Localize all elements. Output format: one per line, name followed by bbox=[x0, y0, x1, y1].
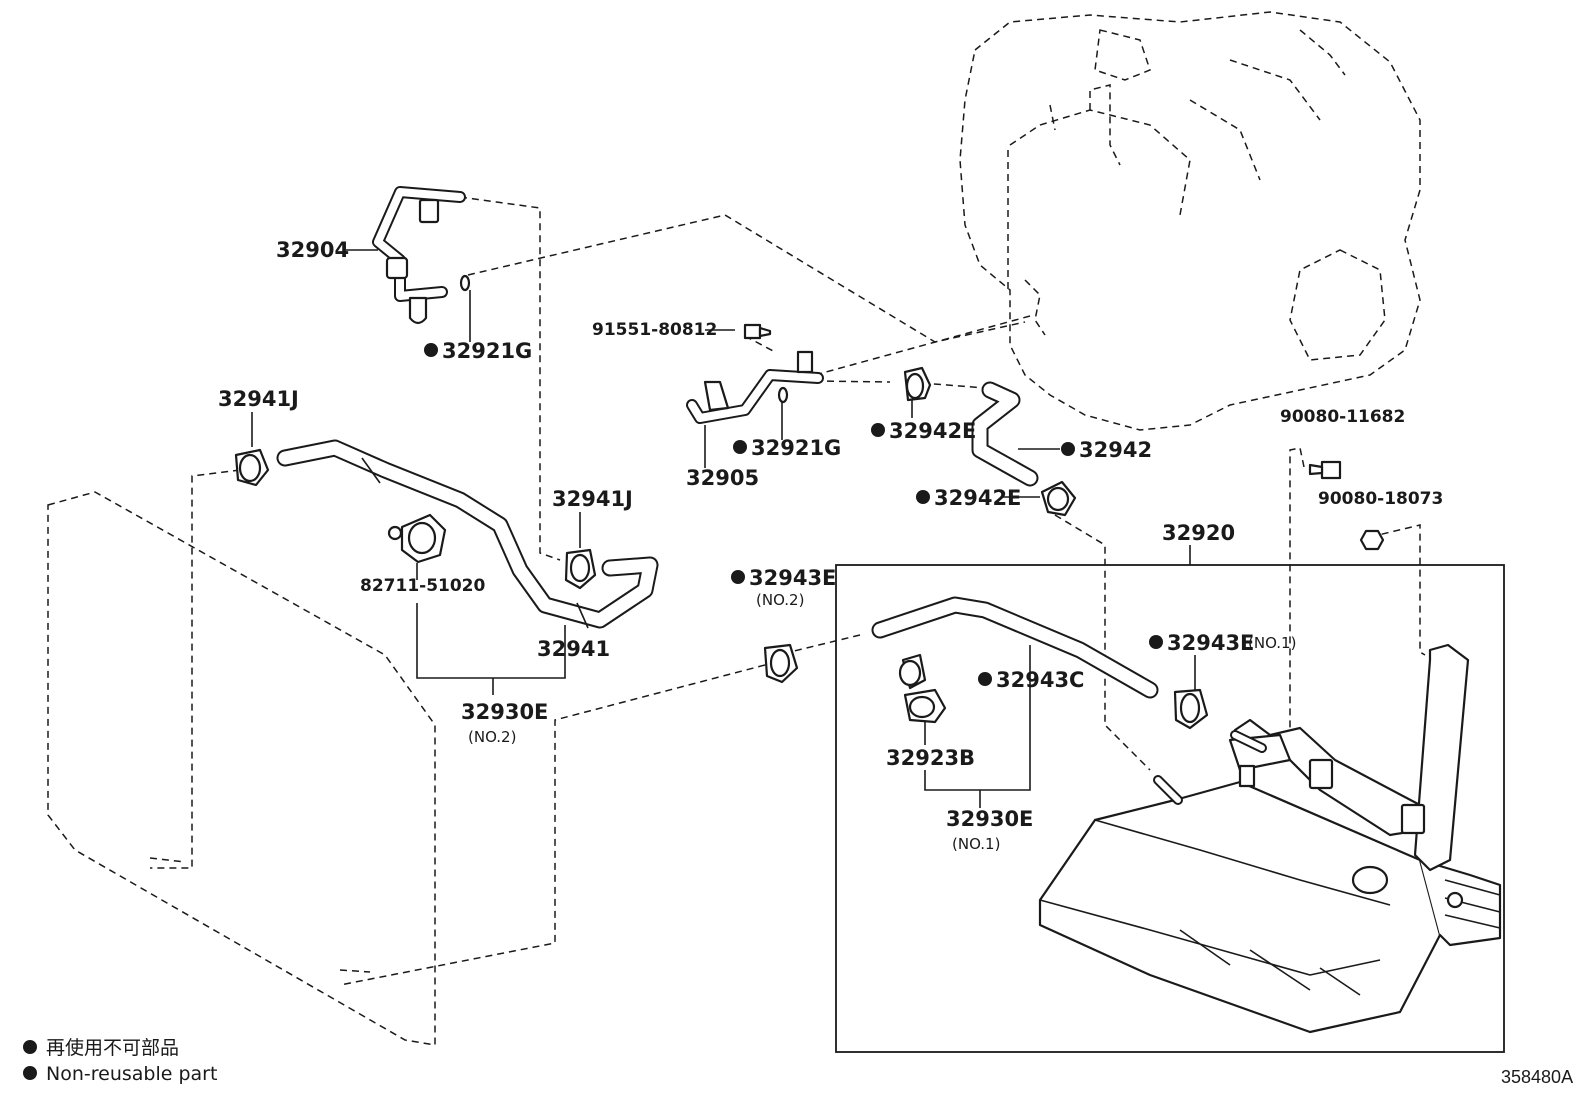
note-32943E-1: (NO.1) bbox=[1248, 634, 1296, 652]
pipe-32905 bbox=[686, 323, 824, 424]
connection-lines bbox=[150, 196, 1426, 986]
label-90080-11682: 90080-11682 bbox=[1280, 407, 1405, 427]
note-32943E-2: (NO.2) bbox=[756, 591, 804, 609]
non-reusable-marker bbox=[731, 570, 745, 584]
label-32904: 32904 bbox=[276, 238, 349, 262]
legend: 再使用不可部品 Non-reusable part bbox=[23, 1037, 217, 1085]
legend-marker-jp bbox=[23, 1040, 37, 1054]
hose-32941 bbox=[276, 439, 659, 629]
label-32921G-b: 32921G bbox=[751, 436, 841, 460]
clamp-32942E-a bbox=[903, 366, 932, 402]
non-reusable-marker bbox=[1149, 635, 1163, 649]
pipe-32904 bbox=[372, 186, 471, 325]
clamp-32943E-2 bbox=[763, 643, 799, 684]
label-32943E-2: 32943E bbox=[749, 566, 836, 590]
non-reusable-marker bbox=[1061, 442, 1075, 456]
clamp-82711 bbox=[387, 513, 447, 564]
clamp-32923B bbox=[898, 653, 947, 724]
cooler-assembly-box bbox=[835, 564, 1505, 1053]
label-32943C: 32943C bbox=[996, 668, 1084, 692]
figure-code: 358480A bbox=[1501, 1067, 1573, 1087]
oil-cooler-32920 bbox=[1038, 643, 1502, 1034]
radiator-outline bbox=[47, 491, 436, 1046]
part-labels: 32904 32921G 32941J 91551-80812 32905 32… bbox=[218, 238, 1443, 853]
label-32941: 32941 bbox=[537, 637, 610, 661]
label-32921G-a: 32921G bbox=[442, 339, 532, 363]
clamp-32941J-a bbox=[234, 448, 270, 487]
hose-32942 bbox=[971, 381, 1039, 487]
label-32942E-b: 32942E bbox=[934, 486, 1021, 510]
bolt-90080-11682 bbox=[1308, 460, 1342, 480]
legend-marker-en bbox=[23, 1066, 37, 1080]
non-reusable-marker bbox=[733, 440, 747, 454]
hose-32943C bbox=[871, 596, 1159, 699]
clamp-32941J-b bbox=[564, 548, 597, 590]
note-32930E-1: (NO.1) bbox=[952, 835, 1000, 853]
label-90080-18073: 90080-18073 bbox=[1318, 489, 1443, 509]
non-reusable-marker bbox=[424, 343, 438, 357]
non-reusable-marker bbox=[871, 423, 885, 437]
transmission-outline bbox=[959, 11, 1421, 431]
note-32930E-2: (NO.2) bbox=[468, 728, 516, 746]
label-32943E-1: 32943E bbox=[1167, 631, 1254, 655]
label-82711-51020: 82711-51020 bbox=[360, 576, 486, 596]
label-32905: 32905 bbox=[686, 466, 759, 490]
clamp-32943E-1 bbox=[1173, 688, 1209, 730]
label-32923B: 32923B bbox=[886, 746, 975, 770]
label-32941J-b: 32941J bbox=[552, 487, 633, 511]
label-91551-80812: 91551-80812 bbox=[592, 320, 717, 340]
legend-text-jp: 再使用不可部品 bbox=[46, 1037, 179, 1059]
label-32930E-1: 32930E bbox=[946, 807, 1033, 831]
non-reusable-marker bbox=[916, 490, 930, 504]
label-32930E-2: 32930E bbox=[461, 700, 548, 724]
label-32920: 32920 bbox=[1162, 521, 1235, 545]
legend-text-en: Non-reusable part bbox=[46, 1063, 217, 1085]
label-32942E-a: 32942E bbox=[889, 419, 976, 443]
clamp-32942E-b bbox=[1040, 480, 1077, 517]
label-32941J-a: 32941J bbox=[218, 387, 299, 411]
nut-90080-18073 bbox=[1359, 529, 1385, 551]
non-reusable-marker bbox=[978, 672, 992, 686]
label-32942: 32942 bbox=[1079, 438, 1152, 462]
